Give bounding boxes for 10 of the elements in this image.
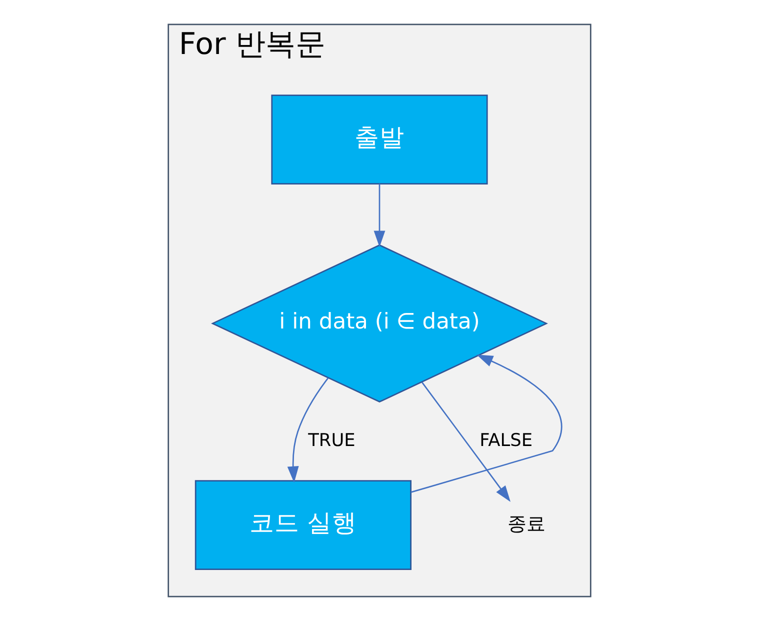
node-diamond: i in data (i ∈ data) <box>210 244 548 403</box>
edge-label: FALSE <box>479 430 532 451</box>
arrow <box>421 382 510 502</box>
node-box: 코드 실행 <box>194 480 411 570</box>
arrow <box>373 184 385 248</box>
edge-label: TRUE <box>308 430 355 451</box>
node-text: 종료 <box>507 513 546 536</box>
arrow <box>286 378 328 483</box>
arrow <box>410 354 562 493</box>
node-box: 출발 <box>270 94 488 184</box>
